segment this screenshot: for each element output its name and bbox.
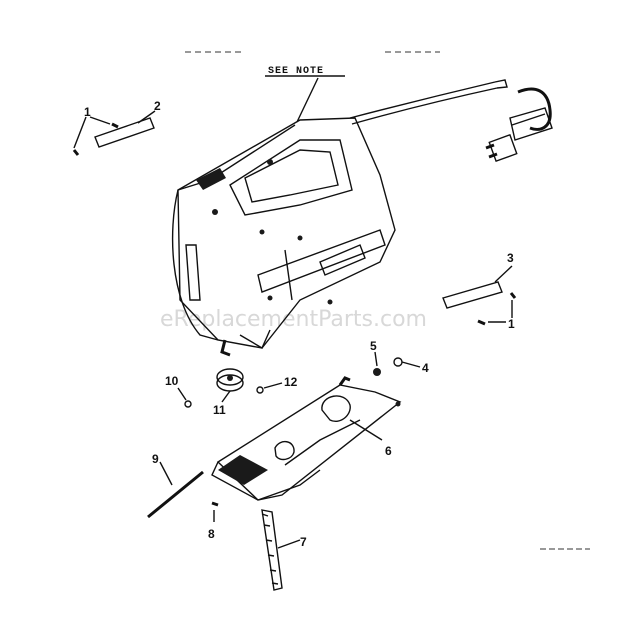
label-1-right: 1: [508, 317, 515, 331]
see-note-label: SEE NOTE: [268, 66, 324, 77]
label-3: 3: [507, 251, 514, 265]
label-5: 5: [370, 339, 377, 353]
label-11: 11: [213, 403, 226, 417]
screw-1-left-b: [111, 122, 119, 129]
label-10: 10: [165, 374, 179, 388]
small-parts-right: [373, 351, 421, 376]
top-rule: [185, 51, 590, 550]
base-shoe: [211, 376, 402, 501]
label-8: 8: [208, 527, 215, 541]
power-plug: [485, 107, 553, 163]
see-note-leader: [296, 77, 319, 123]
label-6: 6: [385, 444, 392, 458]
screw-1-left-a: [72, 149, 80, 156]
label-1-left: 1: [84, 105, 91, 119]
small-parts-left: [177, 368, 283, 408]
watermark: eReplacementParts.com: [160, 307, 427, 332]
label-7: 7: [300, 535, 307, 549]
saw-housing: [171, 117, 396, 357]
label-12: 12: [284, 375, 298, 389]
nameplate-right: [442, 265, 517, 326]
label-2: 2: [154, 99, 161, 113]
nameplate-left: [72, 110, 156, 156]
label-4: 4: [422, 361, 429, 375]
label-9: 9: [152, 452, 159, 466]
saw-blade: [261, 509, 301, 591]
screw-8: [211, 501, 219, 522]
power-cord: [349, 79, 552, 131]
part-labels: 1 2 3 1 5 4 10 12 11 6 9 8 7: [84, 99, 515, 549]
rod: [147, 461, 204, 519]
